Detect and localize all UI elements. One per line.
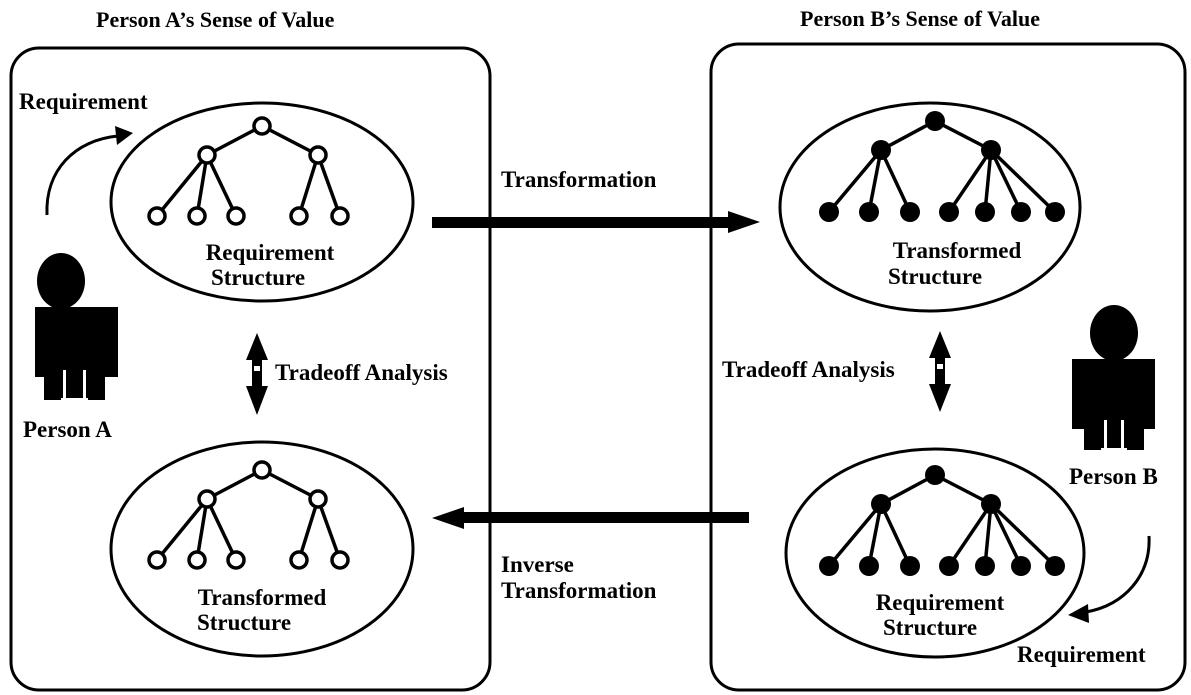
tree-branch-node — [981, 494, 1001, 514]
transformation-arrow — [432, 211, 760, 233]
panel-b-requirement-arrow — [1068, 535, 1151, 623]
panel-a-top-structure-line1: Requirement — [206, 240, 335, 265]
panel-a-bottom-ellipse — [109, 440, 415, 658]
panel-a-title: Person A’s Sense of Value — [96, 7, 335, 32]
tree-leaf-node — [859, 202, 879, 222]
tree-branch-node — [871, 140, 891, 160]
tree-root-node — [925, 111, 945, 131]
panel-a-bottom-structure-line1: Transformed — [198, 585, 327, 610]
tree-leaf-node — [289, 206, 309, 226]
tree-leaf-node — [939, 556, 959, 576]
tree-leaf-node — [226, 206, 246, 226]
panel-b-top-ellipse — [778, 101, 1082, 313]
tree-branch-node — [981, 140, 1001, 160]
tree-leaf-node — [1011, 202, 1031, 222]
panel-a-top-structure: Requirement Structure — [109, 101, 415, 303]
tree-branch-node — [308, 145, 328, 165]
panel-person-a: Person A’s Sense of Value Requirement Pe… — [9, 7, 492, 692]
panel-a-frame — [9, 46, 492, 692]
person-b-label: Person B — [1069, 464, 1158, 489]
panel-b-top-structure: Transformed Structure — [778, 101, 1082, 313]
tree-leaf-node — [330, 206, 350, 226]
panel-b-top-structure-line1: Transformed — [893, 238, 1022, 263]
tree-leaf-node — [859, 556, 879, 576]
tree-leaf-node — [187, 206, 207, 226]
panel-b-frame — [709, 42, 1187, 692]
panel-b-bottom-structure-line2: Structure — [883, 615, 977, 640]
tree-leaf-node — [226, 550, 246, 570]
panel-b-top-structure-line2: Structure — [888, 264, 982, 289]
panel-a-tradeoff-label: Tradeoff Analysis — [275, 360, 448, 385]
inverse-transformation-label-line2: Transformation — [501, 578, 657, 603]
tree-leaf-node — [330, 550, 350, 570]
tree-leaf-node — [900, 202, 920, 222]
tree-root-node — [252, 116, 272, 136]
panel-person-b: Person B’s Sense of Value — [709, 6, 1187, 692]
panel-b-title: Person B’s Sense of Value — [800, 6, 1040, 31]
panel-a-top-structure-line2: Structure — [211, 265, 305, 290]
panel-a-tradeoff-arrow — [246, 333, 268, 415]
tree-leaf-node — [819, 556, 839, 576]
tree-branch-node — [308, 489, 328, 509]
tree-root-node — [252, 460, 272, 480]
tree-branch-node — [871, 494, 891, 514]
tree-leaf-node — [975, 202, 995, 222]
inverse-transformation-arrow — [432, 507, 749, 529]
panel-b-bottom-ellipse — [784, 447, 1086, 659]
tree-branch-node — [197, 145, 217, 165]
panel-a-requirement-label: Requirement — [19, 89, 148, 114]
tree-leaf-node — [147, 206, 167, 226]
panel-a-top-ellipse — [109, 101, 415, 303]
panel-a-requirement-arrow — [45, 126, 133, 216]
tree-leaf-node — [939, 202, 959, 222]
tree-leaf-node — [1045, 556, 1065, 576]
panel-b-tradeoff-label: Tradeoff Analysis — [722, 357, 895, 382]
person-b-icon — [1072, 305, 1155, 450]
panel-a-top-tree — [155, 124, 342, 218]
panel-b-bottom-structure: Requirement Structure — [784, 447, 1086, 659]
panel-a-bottom-structure: Transformed Structure — [109, 440, 415, 658]
tree-branch-node — [197, 489, 217, 509]
panel-a-bottom-structure-line2: Structure — [197, 610, 291, 635]
inverse-transformation-label-line1: Inverse — [501, 552, 574, 577]
person-a-icon — [35, 253, 118, 400]
tree-leaf-node — [975, 556, 995, 576]
panel-b-tradeoff-arrow — [929, 331, 951, 412]
tree-leaf-node — [147, 550, 167, 570]
panel-b-bottom-structure-line1: Requirement — [876, 590, 1005, 615]
tree-leaf-node — [819, 202, 839, 222]
panel-b-requirement-label: Requirement — [1017, 642, 1146, 667]
tree-leaf-node — [1011, 556, 1031, 576]
tree-root-node — [925, 465, 945, 485]
tree-leaf-node — [187, 550, 207, 570]
tree-leaf-node — [900, 556, 920, 576]
transformation-label: Transformation — [501, 167, 657, 192]
person-a-label: Person A — [23, 417, 112, 442]
tree-leaf-node — [289, 550, 309, 570]
tree-leaf-node — [1045, 202, 1065, 222]
